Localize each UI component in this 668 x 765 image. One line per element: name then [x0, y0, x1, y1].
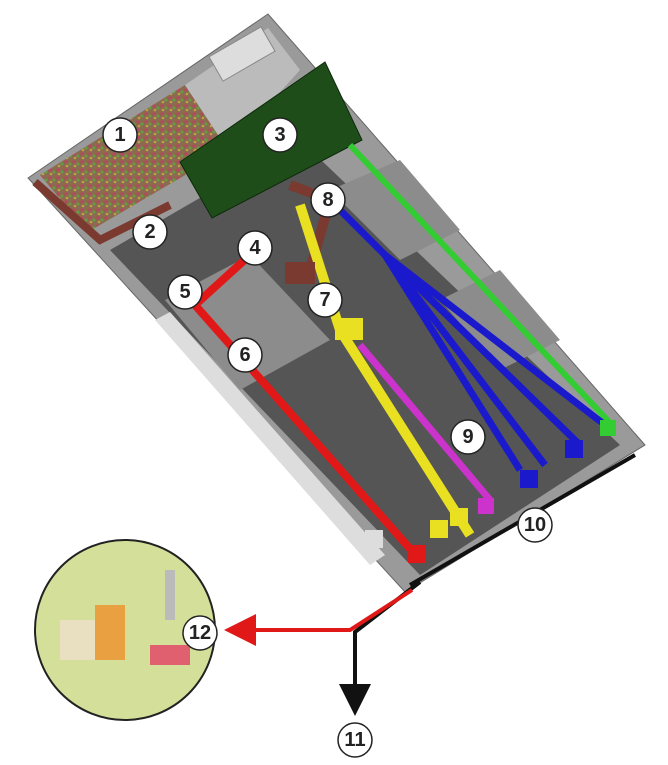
inset-building — [95, 605, 125, 660]
callout-number: 11 — [344, 729, 365, 751]
callout-number: 2 — [144, 221, 155, 243]
callout-circle — [517, 507, 553, 543]
callout-8: 8 — [310, 182, 346, 218]
callout-circle — [310, 182, 346, 218]
blue-lines — [327, 197, 608, 472]
truck — [208, 26, 276, 82]
transformers — [365, 420, 616, 563]
inset-chimney — [165, 570, 175, 620]
callout-4: 4 — [237, 230, 273, 266]
callout-circle — [167, 274, 203, 310]
callout-number: 7 — [319, 289, 330, 311]
inset-building — [150, 645, 190, 665]
walkway — [155, 312, 385, 565]
callout-12: 12 — [182, 615, 218, 651]
callout-circle — [102, 117, 138, 153]
storage-area — [185, 28, 300, 150]
callout-circle — [307, 282, 343, 318]
callout-number: 1 — [114, 124, 125, 146]
magenta-line — [357, 342, 493, 503]
plant-supply-line — [224, 588, 414, 646]
callout-1: 1 — [102, 117, 138, 153]
callout-number: 9 — [462, 426, 473, 448]
inset-building — [60, 620, 95, 660]
callout-5: 5 — [167, 274, 203, 310]
floor-panel — [330, 160, 460, 260]
floor-panel — [165, 255, 330, 390]
generator-unit — [335, 318, 363, 340]
callout-circle — [227, 337, 263, 373]
callout-number: 5 — [179, 281, 190, 303]
callout-number: 6 — [239, 344, 250, 366]
callout-7: 7 — [307, 282, 343, 318]
callout-circle — [337, 722, 373, 758]
floor-panel — [440, 270, 560, 370]
grid-output-line — [339, 580, 422, 716]
callout-10: 10 — [517, 507, 553, 543]
callout-6: 6 — [227, 337, 263, 373]
callout-2: 2 — [132, 214, 168, 250]
callout-9: 9 — [450, 419, 486, 455]
callout-number: 8 — [322, 189, 333, 211]
generator-unit — [285, 262, 315, 284]
callout-circle — [182, 615, 218, 651]
callout-circle — [132, 214, 168, 250]
callout-circle — [262, 117, 298, 153]
callout-number: 4 — [249, 237, 261, 259]
callout-number: 10 — [524, 514, 546, 536]
callout-11: 11 — [337, 722, 373, 758]
green-line — [347, 142, 615, 428]
callout-number: 12 — [189, 622, 211, 644]
callout-circle — [237, 230, 273, 266]
coal-yard — [40, 85, 228, 232]
callout-3: 3 — [262, 117, 298, 153]
callout-number: 3 — [274, 124, 285, 146]
callout-circle — [450, 419, 486, 455]
